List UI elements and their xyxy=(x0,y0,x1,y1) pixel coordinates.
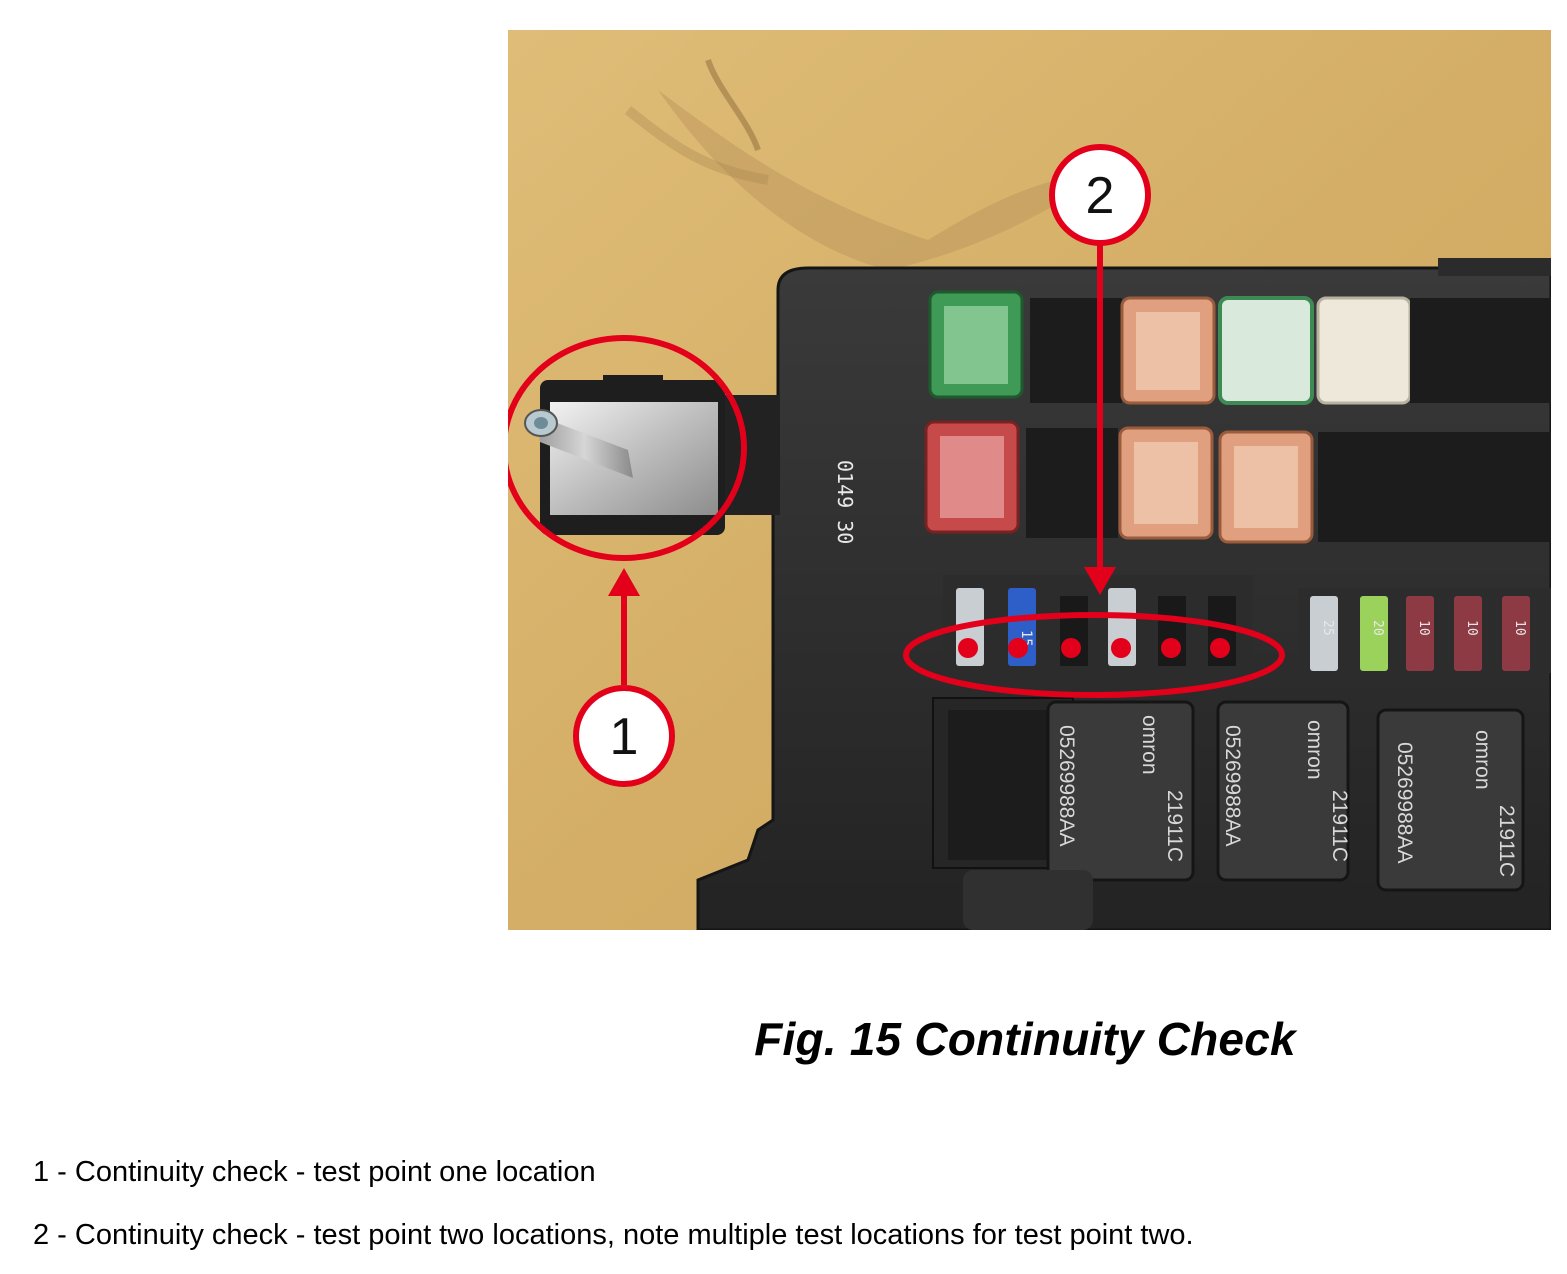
callout-two-arrowhead xyxy=(1084,567,1116,595)
relay-model-1: 21911C xyxy=(1163,790,1186,862)
maxi-fuse-row-second xyxy=(924,420,1551,544)
fuse-label-d2: 10 xyxy=(1464,620,1479,636)
maxi-fuse-row-top xyxy=(928,290,1551,405)
fuse-label-d1: 10 xyxy=(1416,620,1431,636)
legend-item-one: 1 - Continuity check - test point one lo… xyxy=(33,1156,596,1188)
wood-stain xyxy=(658,90,1108,270)
relay-part-3: 05269988AA xyxy=(1393,742,1416,863)
callout-one-ring xyxy=(508,335,747,561)
test-point-dot xyxy=(1111,638,1131,658)
relay-brand-1: omron xyxy=(1138,715,1161,775)
callout-one: 1 xyxy=(508,335,747,787)
callout-one-badge xyxy=(573,685,675,787)
fuse-label-d3: 10 xyxy=(1512,620,1527,636)
relay-row: omron 21911C 05269988AA omron 21911C 052… xyxy=(932,697,1525,930)
figure-caption-text: Fig. 15 Continuity Check xyxy=(754,1013,1296,1065)
relay-model-2: 21911C xyxy=(1328,790,1351,862)
test-point-dot xyxy=(1161,638,1181,658)
relay-brand-3: omron xyxy=(1471,730,1494,790)
callout-one-arrowhead xyxy=(608,568,640,596)
relay-brand-2: omron xyxy=(1303,720,1326,780)
relay-part-2: 05269988AA xyxy=(1221,725,1244,846)
housing-emboss: 0149 30 xyxy=(833,460,857,544)
test-point-dot xyxy=(1008,638,1028,658)
figure-caption: Fig. 15 Continuity Check xyxy=(0,1012,1567,1066)
fuse-box-illustration: 0149 30 xyxy=(508,30,1551,930)
fuse-label-c: 20 xyxy=(1370,620,1385,636)
test-point-one-connector xyxy=(524,375,780,535)
mini-fuse-strip: 15 25 20 10 10 10 xyxy=(943,575,1551,675)
test-point-dot xyxy=(1061,638,1081,658)
test-point-dot xyxy=(1210,638,1230,658)
figure-photo: 0149 30 xyxy=(508,30,1551,930)
relay-part-1: 05269988AA xyxy=(1055,725,1078,846)
test-point-dot xyxy=(958,638,978,658)
legend-item-two: 2 - Continuity check - test point two lo… xyxy=(33,1219,1194,1251)
relay-model-3: 21911C xyxy=(1495,805,1518,877)
fuse-label-b: 25 xyxy=(1320,620,1335,636)
callout-one-number: 1 xyxy=(610,708,639,766)
callout-two-number: 2 xyxy=(1086,167,1115,225)
callout-two-ring xyxy=(903,612,1285,698)
callout-two: 2 xyxy=(903,144,1285,698)
